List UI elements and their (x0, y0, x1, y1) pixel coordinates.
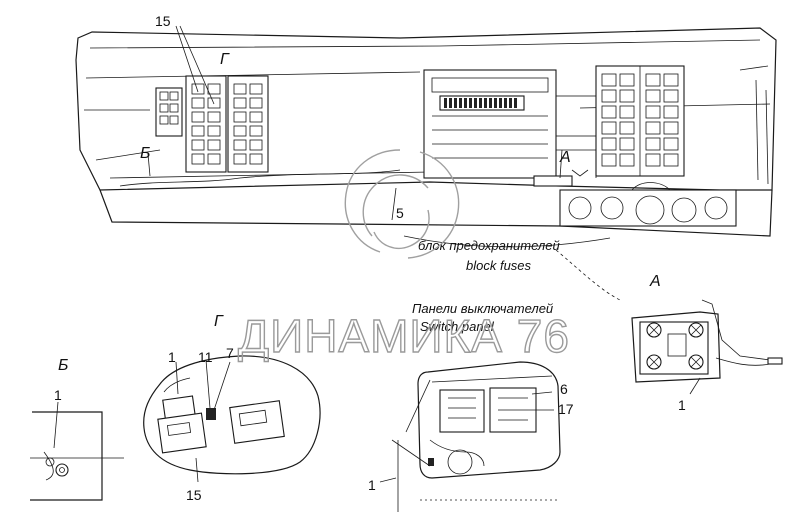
detail-g (143, 355, 321, 483)
watermark-logo (344, 149, 460, 259)
labels: 15 Г Б А 5 блок предохранителей block fu… (54, 13, 686, 503)
left-relay-block (155, 75, 269, 173)
detail-b (30, 401, 124, 501)
label-a-detail: А (649, 273, 661, 290)
label-g-1: 1 (168, 349, 176, 365)
label-g-7: 7 (226, 345, 234, 361)
label-g-detail: Г (214, 313, 224, 330)
watermark: ДИНАМИКА 76 (237, 149, 570, 363)
label-sw-6: 6 (560, 381, 568, 397)
label-b-1: 1 (54, 387, 62, 403)
gauge-strip (559, 182, 737, 227)
label-g-11: 11 (198, 349, 213, 365)
fuse-caption-ru: блок предохранителей (418, 238, 560, 253)
fuse-caption-en: block fuses (466, 258, 532, 273)
label-15-top: 15 (155, 13, 171, 29)
detail-a (631, 299, 783, 395)
label-sw-1: 1 (368, 477, 376, 493)
panel-caption-en: Switch panel (420, 319, 495, 334)
leader-lines (147, 25, 621, 301)
label-sw-17: 17 (558, 401, 574, 417)
label-g-15: 15 (186, 487, 202, 503)
label-g-top: Г (220, 51, 230, 68)
right-relay-block (595, 65, 685, 177)
switch-panel-detail (379, 361, 561, 512)
watermark-text: ДИНАМИКА 76 (238, 310, 570, 362)
label-a-top: А (559, 149, 571, 166)
label-a-1: 1 (678, 397, 686, 413)
label-5: 5 (396, 205, 404, 221)
connector-a (533, 140, 589, 187)
label-b-top: Б (140, 145, 150, 162)
central-fuse-block (423, 69, 597, 179)
label-b-detail: Б (58, 357, 68, 374)
panel-caption-ru: Панели выключателей (412, 301, 553, 316)
